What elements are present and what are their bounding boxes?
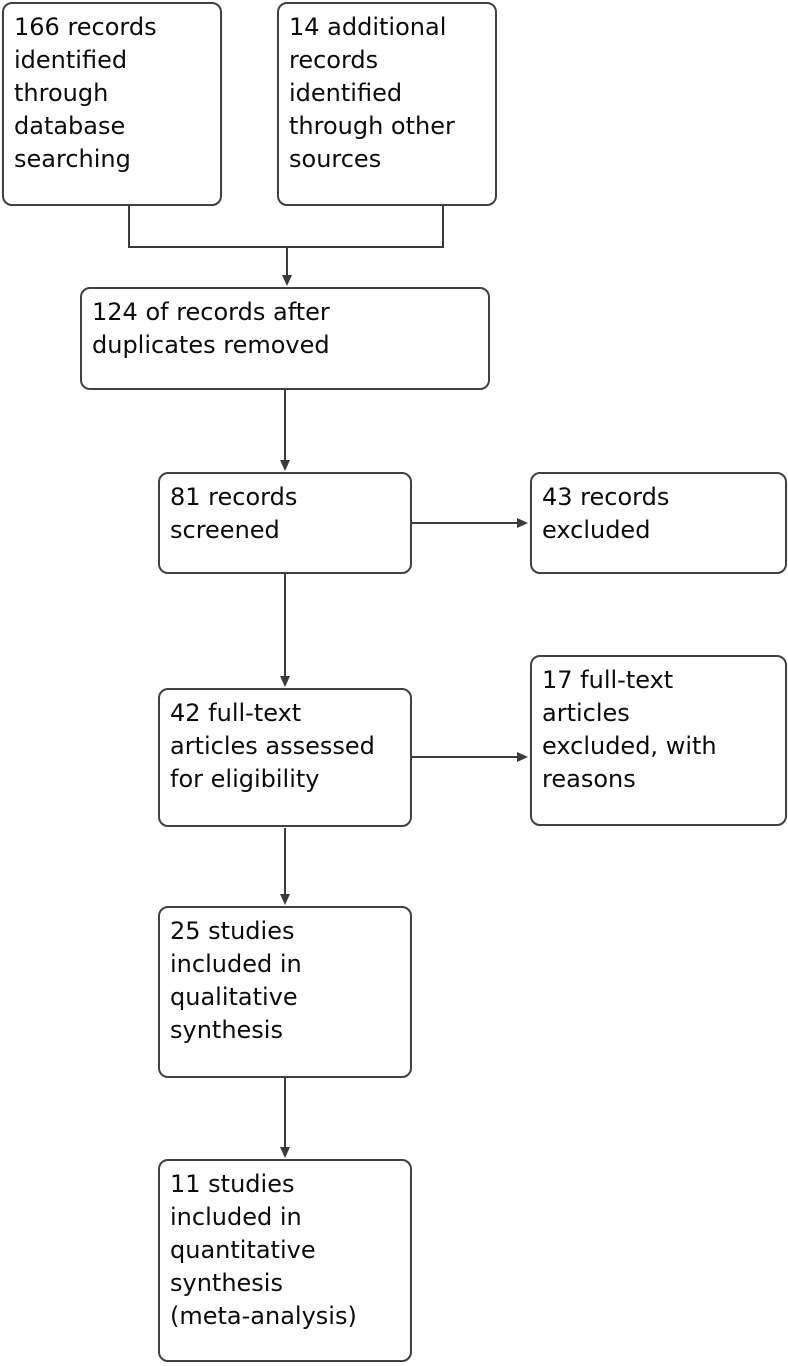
- box-records-other-sources: 14 additional records identified through…: [277, 2, 497, 206]
- box-records-after-duplicates: 124 of records after duplicates removed: [80, 287, 490, 390]
- box-fulltext-assessed: 42 full-text articles assessed for eligi…: [158, 688, 412, 827]
- box-records-identified-database: 166 records identified through database …: [2, 2, 222, 206]
- box-fulltext-excluded: 17 full-text articles excluded, with rea…: [530, 655, 787, 826]
- connector-merge-lines: [128, 206, 444, 248]
- box-records-screened: 81 records screened: [158, 472, 412, 574]
- box-qualitative-synthesis: 25 studies included in qualitative synth…: [158, 906, 412, 1078]
- box-records-excluded: 43 records excluded: [530, 472, 787, 574]
- box-quantitative-synthesis: 11 studies included in quantitative synt…: [158, 1159, 412, 1362]
